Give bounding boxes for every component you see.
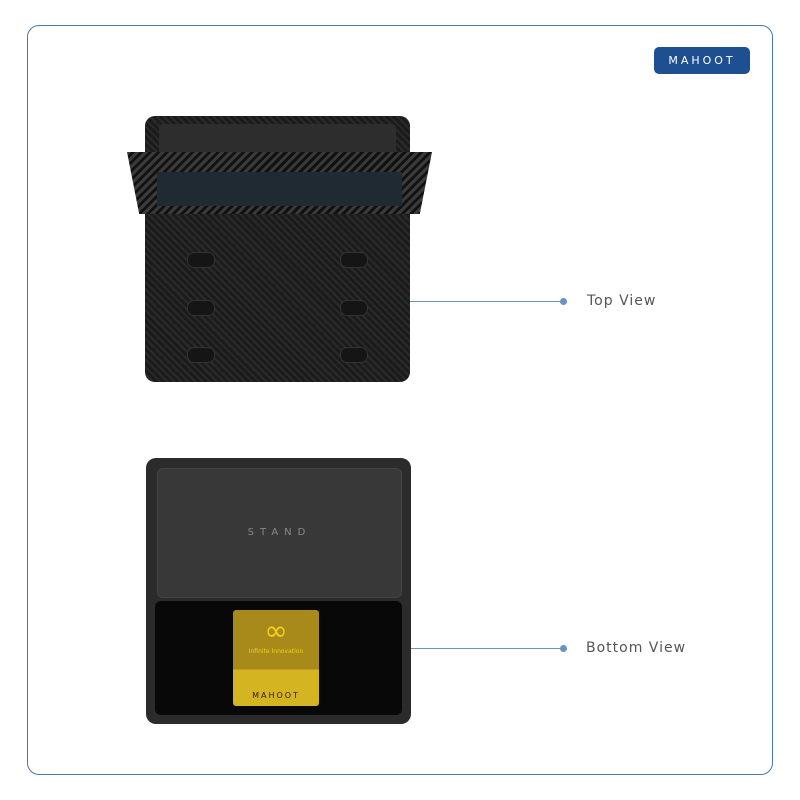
- peg: [340, 300, 368, 316]
- bottom-view-callout-dot: [560, 645, 567, 652]
- peg: [187, 300, 215, 316]
- top-view-callout-dot: [560, 298, 567, 305]
- lid: STAND: [157, 468, 402, 598]
- infinity-icon: ∞: [264, 614, 288, 647]
- top-view-callout-line: [410, 301, 563, 302]
- top-view-label: Top View: [587, 293, 657, 309]
- bottom-view-label: Bottom View: [586, 640, 687, 656]
- peg: [340, 347, 368, 363]
- frame-border: [27, 25, 773, 775]
- sticker-brand: MAHOOT: [252, 691, 300, 700]
- bottom-view-callout-line: [411, 648, 563, 649]
- peg: [187, 347, 215, 363]
- carbon-fiber-flap: [127, 152, 432, 214]
- hologram-sticker: ∞ Infinite Innovation MAHOOT: [233, 610, 319, 706]
- brand-logo: MAHOOT: [654, 47, 750, 74]
- lid-text: STAND: [247, 527, 312, 538]
- peg: [340, 252, 368, 268]
- sticker-tagline: Infinite Innovation: [248, 648, 304, 655]
- peg: [187, 252, 215, 268]
